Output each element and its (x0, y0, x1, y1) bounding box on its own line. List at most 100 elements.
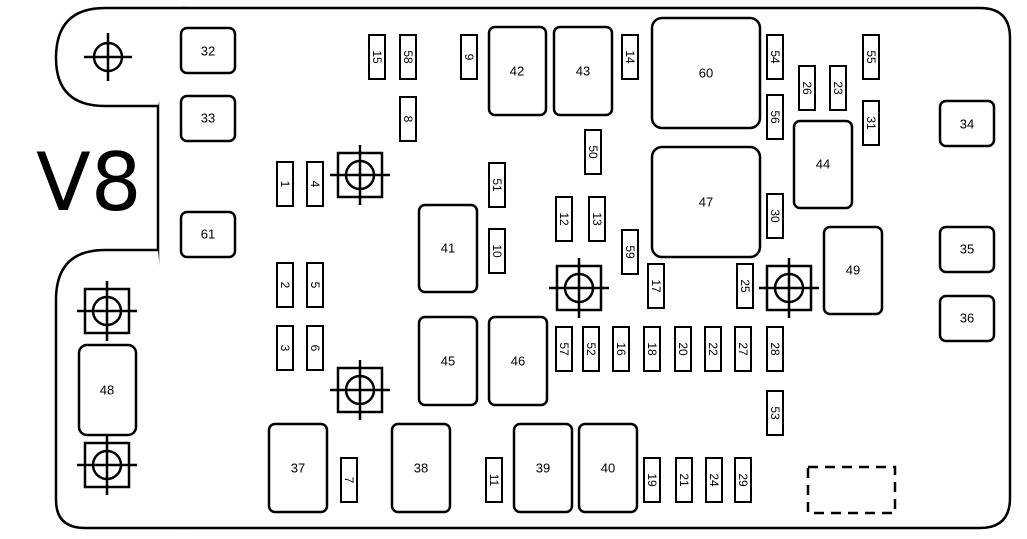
relay-label: 61 (201, 227, 215, 242)
relay-40[interactable]: 40 (577, 422, 639, 514)
fuse-label: 53 (768, 406, 782, 420)
fuse-label: 5 (308, 282, 322, 289)
fuse-label: 8 (401, 116, 415, 123)
fuse-26[interactable]: 26 (798, 65, 816, 111)
fuse-1[interactable]: 1 (276, 161, 294, 207)
relay-37[interactable]: 37 (267, 422, 329, 514)
relay-34[interactable]: 34 (938, 99, 996, 148)
fuse-59[interactable]: 59 (621, 229, 639, 275)
fuse-30[interactable]: 30 (766, 193, 784, 239)
fuse-53[interactable]: 53 (766, 390, 784, 436)
fuse-label: 30 (768, 209, 782, 223)
fuse-13[interactable]: 13 (588, 196, 606, 242)
fuse-15[interactable]: 15 (368, 34, 386, 80)
fuse-21[interactable]: 21 (675, 457, 693, 503)
relay-43[interactable]: 43 (552, 25, 614, 117)
relay-label: 46 (511, 354, 525, 369)
fuse-11[interactable]: 11 (485, 457, 503, 503)
fuse-3[interactable]: 3 (276, 325, 294, 371)
relay-label: 42 (510, 64, 524, 79)
relay-label: 38 (414, 461, 428, 476)
crosshair-icon (84, 33, 132, 81)
fuse-label: 14 (623, 50, 637, 64)
fuse-24[interactable]: 24 (705, 457, 723, 503)
fuse-label: 24 (707, 473, 721, 487)
fuse-label: 17 (649, 279, 663, 293)
fuse-label: 52 (584, 342, 598, 356)
fuse-31[interactable]: 31 (862, 100, 880, 146)
fuse-label: 55 (864, 50, 878, 64)
fuse-56[interactable]: 56 (766, 94, 784, 140)
fuse-label: 56 (768, 110, 782, 124)
relay-48[interactable]: 48 (77, 343, 138, 437)
fuse-label: 54 (768, 50, 782, 64)
fuse-label: 6 (308, 345, 322, 352)
fuse-58[interactable]: 58 (399, 34, 417, 80)
fuse-4[interactable]: 4 (306, 161, 324, 207)
relay-label: 32 (201, 44, 215, 59)
fuse-16[interactable]: 16 (612, 326, 630, 372)
fuse-55[interactable]: 55 (862, 34, 880, 80)
fuse-9[interactable]: 9 (460, 34, 478, 80)
fuse-label: 22 (706, 342, 720, 356)
fuse-label: 15 (370, 50, 384, 64)
fuse-10[interactable]: 10 (488, 228, 506, 274)
relay-46[interactable]: 46 (487, 315, 549, 407)
fuse-54[interactable]: 54 (766, 34, 784, 80)
fuse-20[interactable]: 20 (674, 326, 692, 372)
relay-47[interactable]: 47 (650, 145, 762, 259)
fuse-51[interactable]: 51 (488, 162, 506, 208)
crosshair-icon (759, 258, 819, 318)
fuse-2[interactable]: 2 (276, 262, 294, 308)
fuse-50[interactable]: 50 (584, 129, 602, 175)
relay-42[interactable]: 42 (487, 25, 548, 117)
fuse-12[interactable]: 12 (555, 196, 573, 242)
fuse-19[interactable]: 19 (643, 457, 661, 503)
fuse-label: 58 (401, 50, 415, 64)
fuse-label: 57 (557, 342, 571, 356)
relay-32[interactable]: 32 (179, 26, 237, 75)
fuse-6[interactable]: 6 (306, 325, 324, 371)
relay-61[interactable]: 61 (179, 210, 237, 259)
relay-33[interactable]: 33 (179, 94, 237, 143)
fuse-label: 1 (278, 181, 292, 188)
relay-label: 33 (201, 111, 215, 126)
fuse-27[interactable]: 27 (734, 326, 752, 372)
fuse-8[interactable]: 8 (399, 96, 417, 142)
fuse-label: 12 (557, 212, 571, 226)
relay-45[interactable]: 45 (417, 315, 479, 407)
relay-label: 44 (816, 157, 830, 172)
relay-label: 36 (960, 311, 974, 326)
relay-49[interactable]: 49 (822, 225, 884, 316)
relay-41[interactable]: 41 (417, 203, 479, 294)
relay-60[interactable]: 60 (650, 16, 762, 130)
fuse-28[interactable]: 28 (766, 326, 784, 372)
relay-36[interactable]: 36 (938, 294, 996, 343)
fuse-5[interactable]: 5 (306, 262, 324, 308)
fuse-14[interactable]: 14 (621, 34, 639, 80)
fuse-label: 23 (831, 81, 845, 95)
fuse-57[interactable]: 57 (555, 326, 573, 372)
relay-35[interactable]: 35 (938, 225, 996, 274)
fuse-7[interactable]: 7 (340, 457, 358, 503)
fuse-17[interactable]: 17 (647, 263, 665, 309)
fuse-label: 10 (490, 244, 504, 258)
relay-label: 37 (291, 461, 305, 476)
crosshair-icon (77, 281, 137, 341)
relay-44[interactable]: 44 (792, 119, 854, 210)
relay-label: 35 (960, 242, 974, 257)
fuse-52[interactable]: 52 (582, 326, 600, 372)
fuse-23[interactable]: 23 (829, 65, 847, 111)
fuse-22[interactable]: 22 (704, 326, 722, 372)
relay-38[interactable]: 38 (390, 422, 452, 514)
fuse-18[interactable]: 18 (643, 326, 661, 372)
fuse-label: 21 (677, 473, 691, 487)
crosshair-icon (330, 145, 390, 205)
relay-label: 34 (960, 117, 974, 132)
relay-39[interactable]: 39 (512, 422, 574, 514)
fuse-label: 25 (738, 279, 752, 293)
fuse-29[interactable]: 29 (734, 457, 752, 503)
fuse-25[interactable]: 25 (736, 263, 754, 309)
fuse-label: 2 (278, 282, 292, 289)
relay-label: 41 (441, 241, 455, 256)
